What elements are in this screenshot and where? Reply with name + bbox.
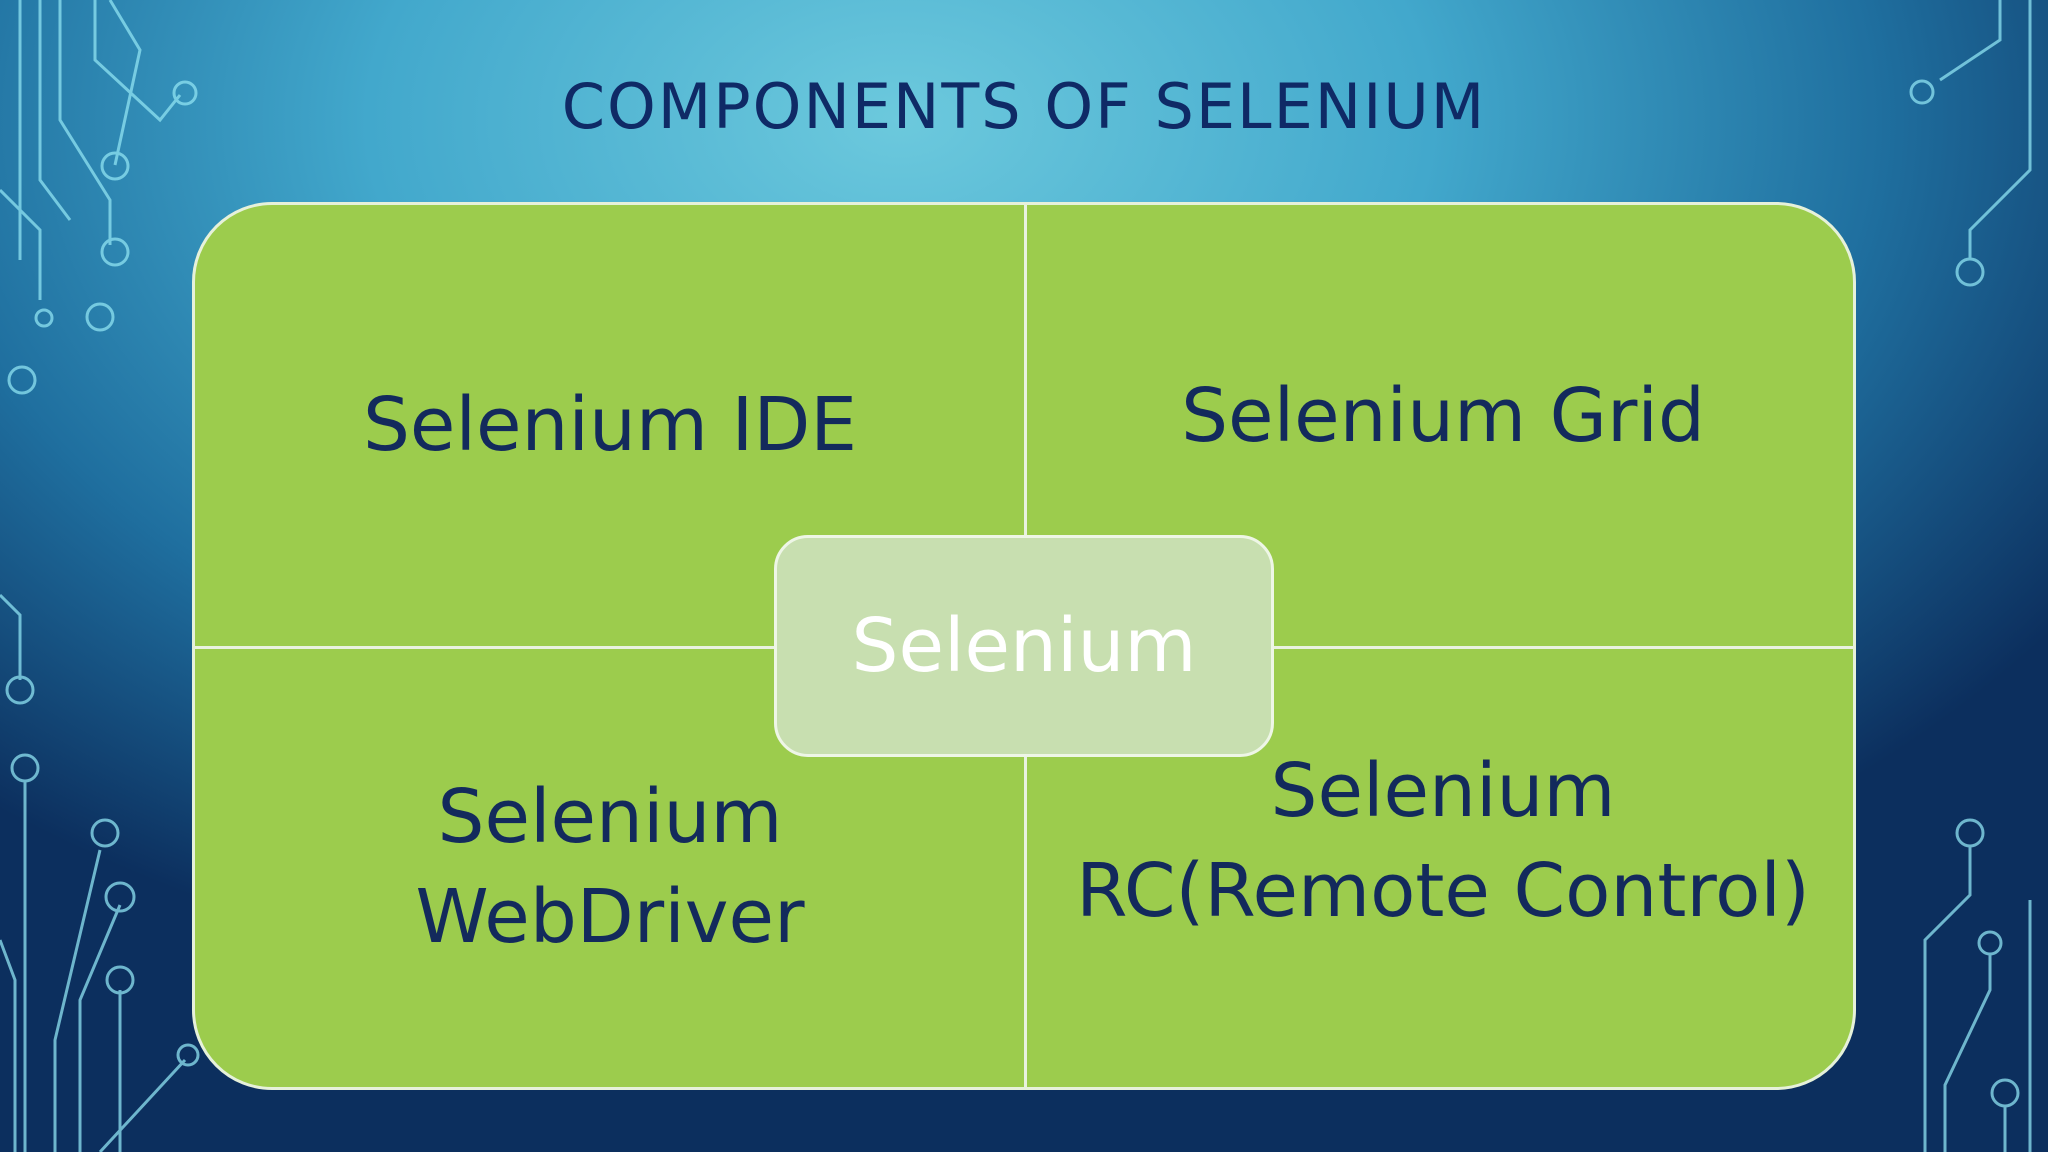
quadrant-label-ide: Selenium IDE <box>362 382 858 468</box>
quadrant-label-grid: Selenium Grid <box>1181 373 1705 459</box>
center-label: Selenium <box>851 603 1197 689</box>
quadrant-selenium-ide: Selenium IDE <box>195 205 1025 647</box>
quadrant-selenium-webdriver: Selenium WebDriver <box>195 649 1025 1087</box>
quadrant-label-webdriver: Selenium WebDriver <box>415 774 805 960</box>
quadrant-selenium-rc: Selenium RC(Remote Control) <box>1027 649 1853 1087</box>
quadrant-selenium-grid: Selenium Grid <box>1027 205 1853 647</box>
center-node-selenium: Selenium <box>774 535 1274 757</box>
slide-title: COMPONENTS OF SELENIUM <box>561 70 1487 143</box>
quadrant-label-rc: Selenium RC(Remote Control) <box>1076 748 1810 934</box>
